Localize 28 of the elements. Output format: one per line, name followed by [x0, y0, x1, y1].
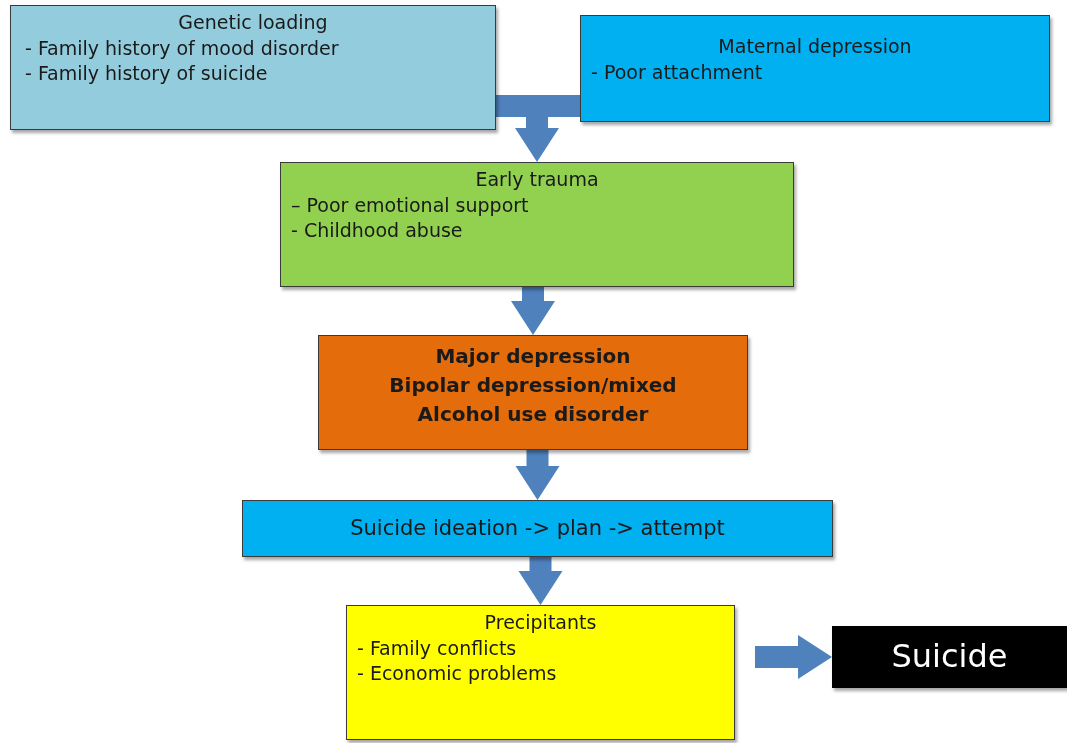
list-item: Alcohol use disorder — [416, 401, 650, 428]
box-heading: Suicide — [891, 636, 1008, 678]
block-arrow — [515, 450, 560, 500]
box-heading: Precipitants — [483, 610, 598, 635]
process-box — [318, 335, 748, 450]
block-arrow — [511, 287, 555, 335]
box-heading: Maternal depression — [717, 34, 913, 59]
process-box — [242, 500, 833, 557]
block-arrow — [518, 557, 563, 605]
list-item: - Family conflicts — [357, 635, 518, 661]
list-item: - Economic problems — [357, 661, 558, 687]
box-heading: Suicide ideation -> plan -> attempt — [350, 515, 725, 543]
process-box — [832, 626, 1067, 688]
box-heading: Major depression — [434, 343, 632, 370]
list-item: - Family history of mood disorder — [24, 35, 340, 61]
process-box — [10, 5, 496, 130]
box-heading: Early trauma — [474, 167, 600, 192]
list-item: – Poor emotional support — [291, 192, 530, 218]
list-item: - Poor attachment — [591, 59, 764, 85]
block-arrow — [496, 95, 580, 162]
process-box — [580, 15, 1050, 122]
box-heading: Genetic loading — [177, 10, 329, 35]
list-item: - Childhood abuse — [291, 218, 464, 244]
process-box — [280, 162, 794, 287]
list-item: - Family history of suicide — [24, 61, 269, 87]
block-arrow — [755, 635, 832, 679]
list-item: Bipolar depression/mixed — [388, 372, 678, 399]
process-box — [346, 605, 735, 740]
